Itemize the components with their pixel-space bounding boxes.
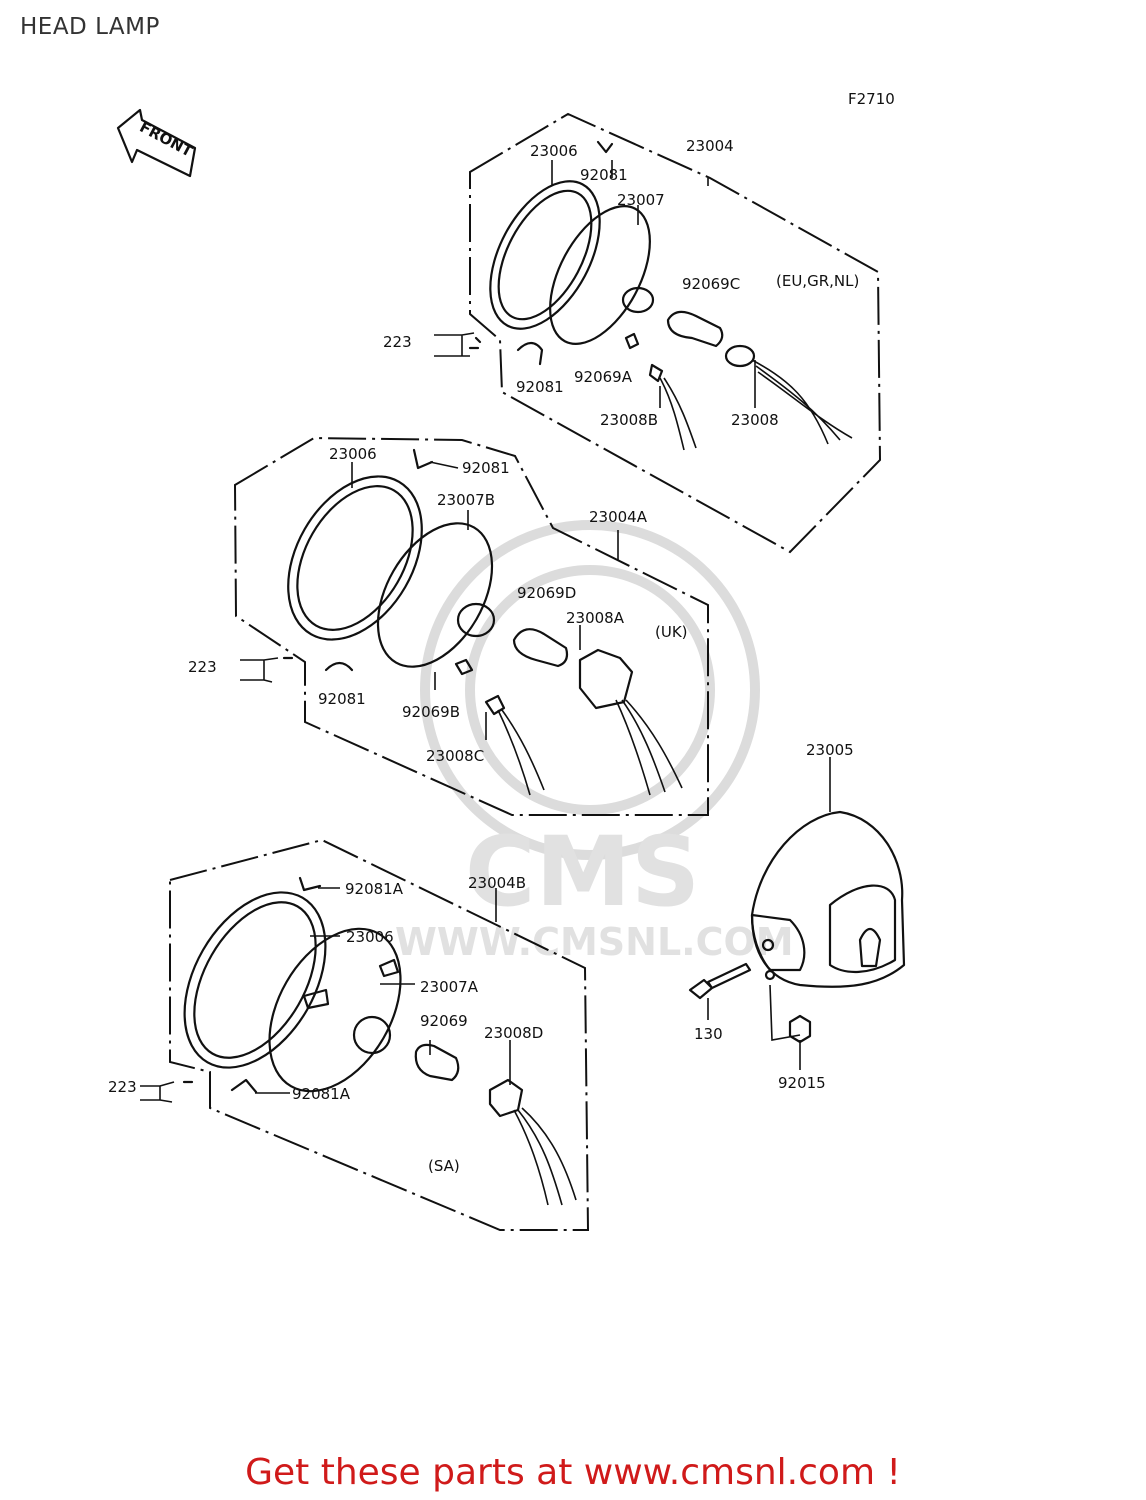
label-92069b: 92069B	[402, 703, 460, 721]
label-92081a: 92081A	[345, 880, 404, 898]
label-23008b: 23008B	[600, 411, 658, 429]
label-92081: 92081	[462, 459, 510, 477]
label-92081-bottom: 92081	[318, 690, 366, 708]
label-223: 223	[188, 658, 217, 676]
label-92081-bottom: 92081	[516, 378, 564, 396]
label-23007a: 23007A	[420, 978, 479, 996]
group-outline	[469, 112, 882, 554]
pilot-bulb-92069a	[624, 332, 640, 350]
screw-223	[468, 336, 482, 350]
figure-code: F2710	[848, 90, 895, 108]
socket-23008	[724, 344, 756, 368]
clip-92081a-bottom	[230, 1078, 258, 1094]
pilot-bulb-92069b	[454, 658, 474, 676]
group-outline	[169, 838, 590, 1231]
label-92081: 92081	[580, 166, 628, 184]
label-23006: 23006	[329, 445, 377, 463]
cms-watermark: CMS WWW.CMSNL.COM	[395, 520, 794, 964]
variant-label: (UK)	[655, 623, 688, 641]
clip-92081-bottom	[516, 341, 544, 366]
bulb-92069c	[666, 310, 724, 348]
bulb-92069	[414, 1043, 460, 1082]
clip-92081-top	[596, 140, 614, 154]
label-92069a: 92069A	[574, 368, 633, 386]
watermark-url: WWW.CMSNL.COM	[395, 920, 794, 964]
parts-shop-link[interactable]: Get these parts at www.cmsnl.com !	[245, 1452, 901, 1493]
label-92015: 92015	[778, 1074, 826, 1092]
nut-92015	[788, 1014, 812, 1044]
clip-92081-bottom	[324, 661, 354, 672]
watermark-brand: CMS	[465, 816, 700, 928]
socket-23008c	[484, 694, 506, 716]
rim-23006	[183, 891, 327, 1069]
group-outline	[233, 436, 709, 816]
label-92069c: 92069C	[682, 275, 740, 293]
clip-92081a-top	[298, 876, 322, 892]
variant-label: (EU,GR,NL)	[776, 272, 859, 290]
bulb-92069d	[512, 628, 569, 668]
lens-23007a	[268, 927, 402, 1093]
socket-23008b	[648, 363, 664, 383]
socket-23008d	[488, 1078, 524, 1118]
label-23006: 23006	[346, 928, 394, 946]
group-23004-eu: 23006 92081 23004 23007 92069C (EU,GR,NL…	[383, 112, 882, 554]
bolt-130	[688, 962, 752, 1000]
group-code-label: 23004	[686, 137, 734, 155]
label-23005: 23005	[806, 741, 854, 759]
clip-92081-top	[412, 448, 434, 470]
lens-23007b	[376, 522, 494, 668]
group-23004a-uk: 23006 92081 23007B 23004A 92069D 23008A …	[188, 436, 709, 816]
label-223: 223	[383, 333, 412, 351]
page-title: HEAD LAMP	[20, 14, 160, 40]
label-23008d: 23008D	[484, 1024, 543, 1042]
group-code-label: 23004B	[468, 874, 526, 892]
shell-body	[750, 810, 906, 988]
rim-23006	[489, 180, 601, 330]
lens-23007	[549, 205, 651, 345]
label-92081a-bottom: 92081A	[292, 1085, 351, 1103]
label-223: 223	[108, 1078, 137, 1096]
label-92069d: 92069D	[517, 584, 576, 602]
label-23007b: 23007B	[437, 491, 495, 509]
socket-23008a	[578, 648, 634, 710]
label-23008a: 23008A	[566, 609, 625, 627]
label-23006: 23006	[530, 142, 578, 160]
variant-label: (SA)	[428, 1157, 460, 1175]
label-92069: 92069	[420, 1012, 468, 1030]
label-130: 130	[694, 1025, 723, 1043]
label-23008c: 23008C	[426, 747, 484, 765]
label-23007: 23007	[617, 191, 665, 209]
headlamp-shell-23005: 23005 130 92015	[688, 741, 906, 1092]
label-23008: 23008	[731, 411, 779, 429]
front-arrow: FRONT	[116, 108, 196, 178]
rim-23006	[287, 475, 423, 641]
group-23004b-sa: 92081A 23004B 23006 23007A 92069 23008D …	[108, 838, 590, 1231]
group-code-label: 23004A	[589, 508, 648, 526]
